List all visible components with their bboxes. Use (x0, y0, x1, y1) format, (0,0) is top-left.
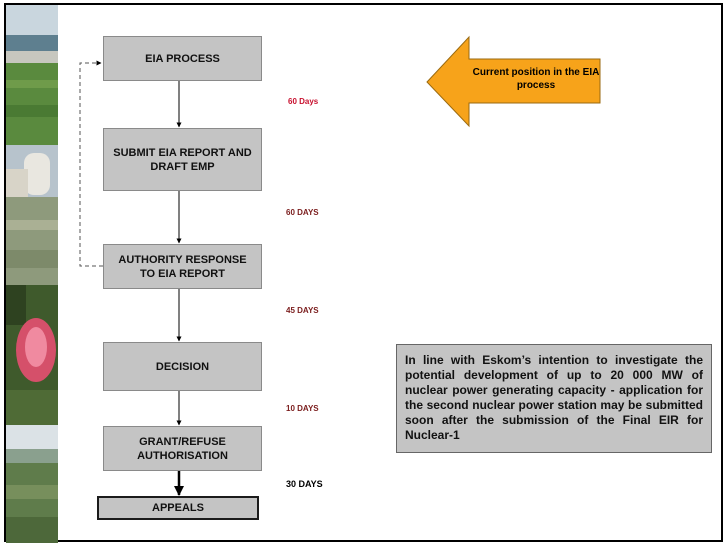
duration-label: 45 DAYS (286, 306, 319, 315)
current-position-arrow (426, 35, 601, 128)
step-submit-eia-report: SUBMIT EIA REPORT AND DRAFT EMP (103, 128, 262, 191)
step-appeals: APPEALS (97, 496, 259, 520)
coastal-landscape-photo (6, 5, 58, 145)
eskom-note-box: In line with Eskom’s intention to invest… (396, 344, 712, 453)
protea-flower-photo (6, 285, 58, 425)
current-position-label: Current position in the EIA process (472, 67, 600, 91)
power-station-photo (6, 145, 58, 285)
duration-label: 60 DAYS (286, 208, 319, 217)
duration-label: 60 Days (288, 97, 319, 106)
step-authority-response: AUTHORITY RESPONSE TO EIA REPORT (103, 244, 262, 289)
feedback-loop-arrow (79, 60, 103, 267)
duration-label: 10 DAYS (286, 404, 319, 413)
fynbos-vegetation-photo (6, 425, 58, 543)
step-eia-process: EIA PROCESS (103, 36, 262, 81)
step-decision: DECISION (103, 342, 262, 391)
duration-label: 30 DAYS (286, 479, 323, 489)
step-grant-refuse: GRANT/REFUSE AUTHORISATION (103, 426, 262, 471)
